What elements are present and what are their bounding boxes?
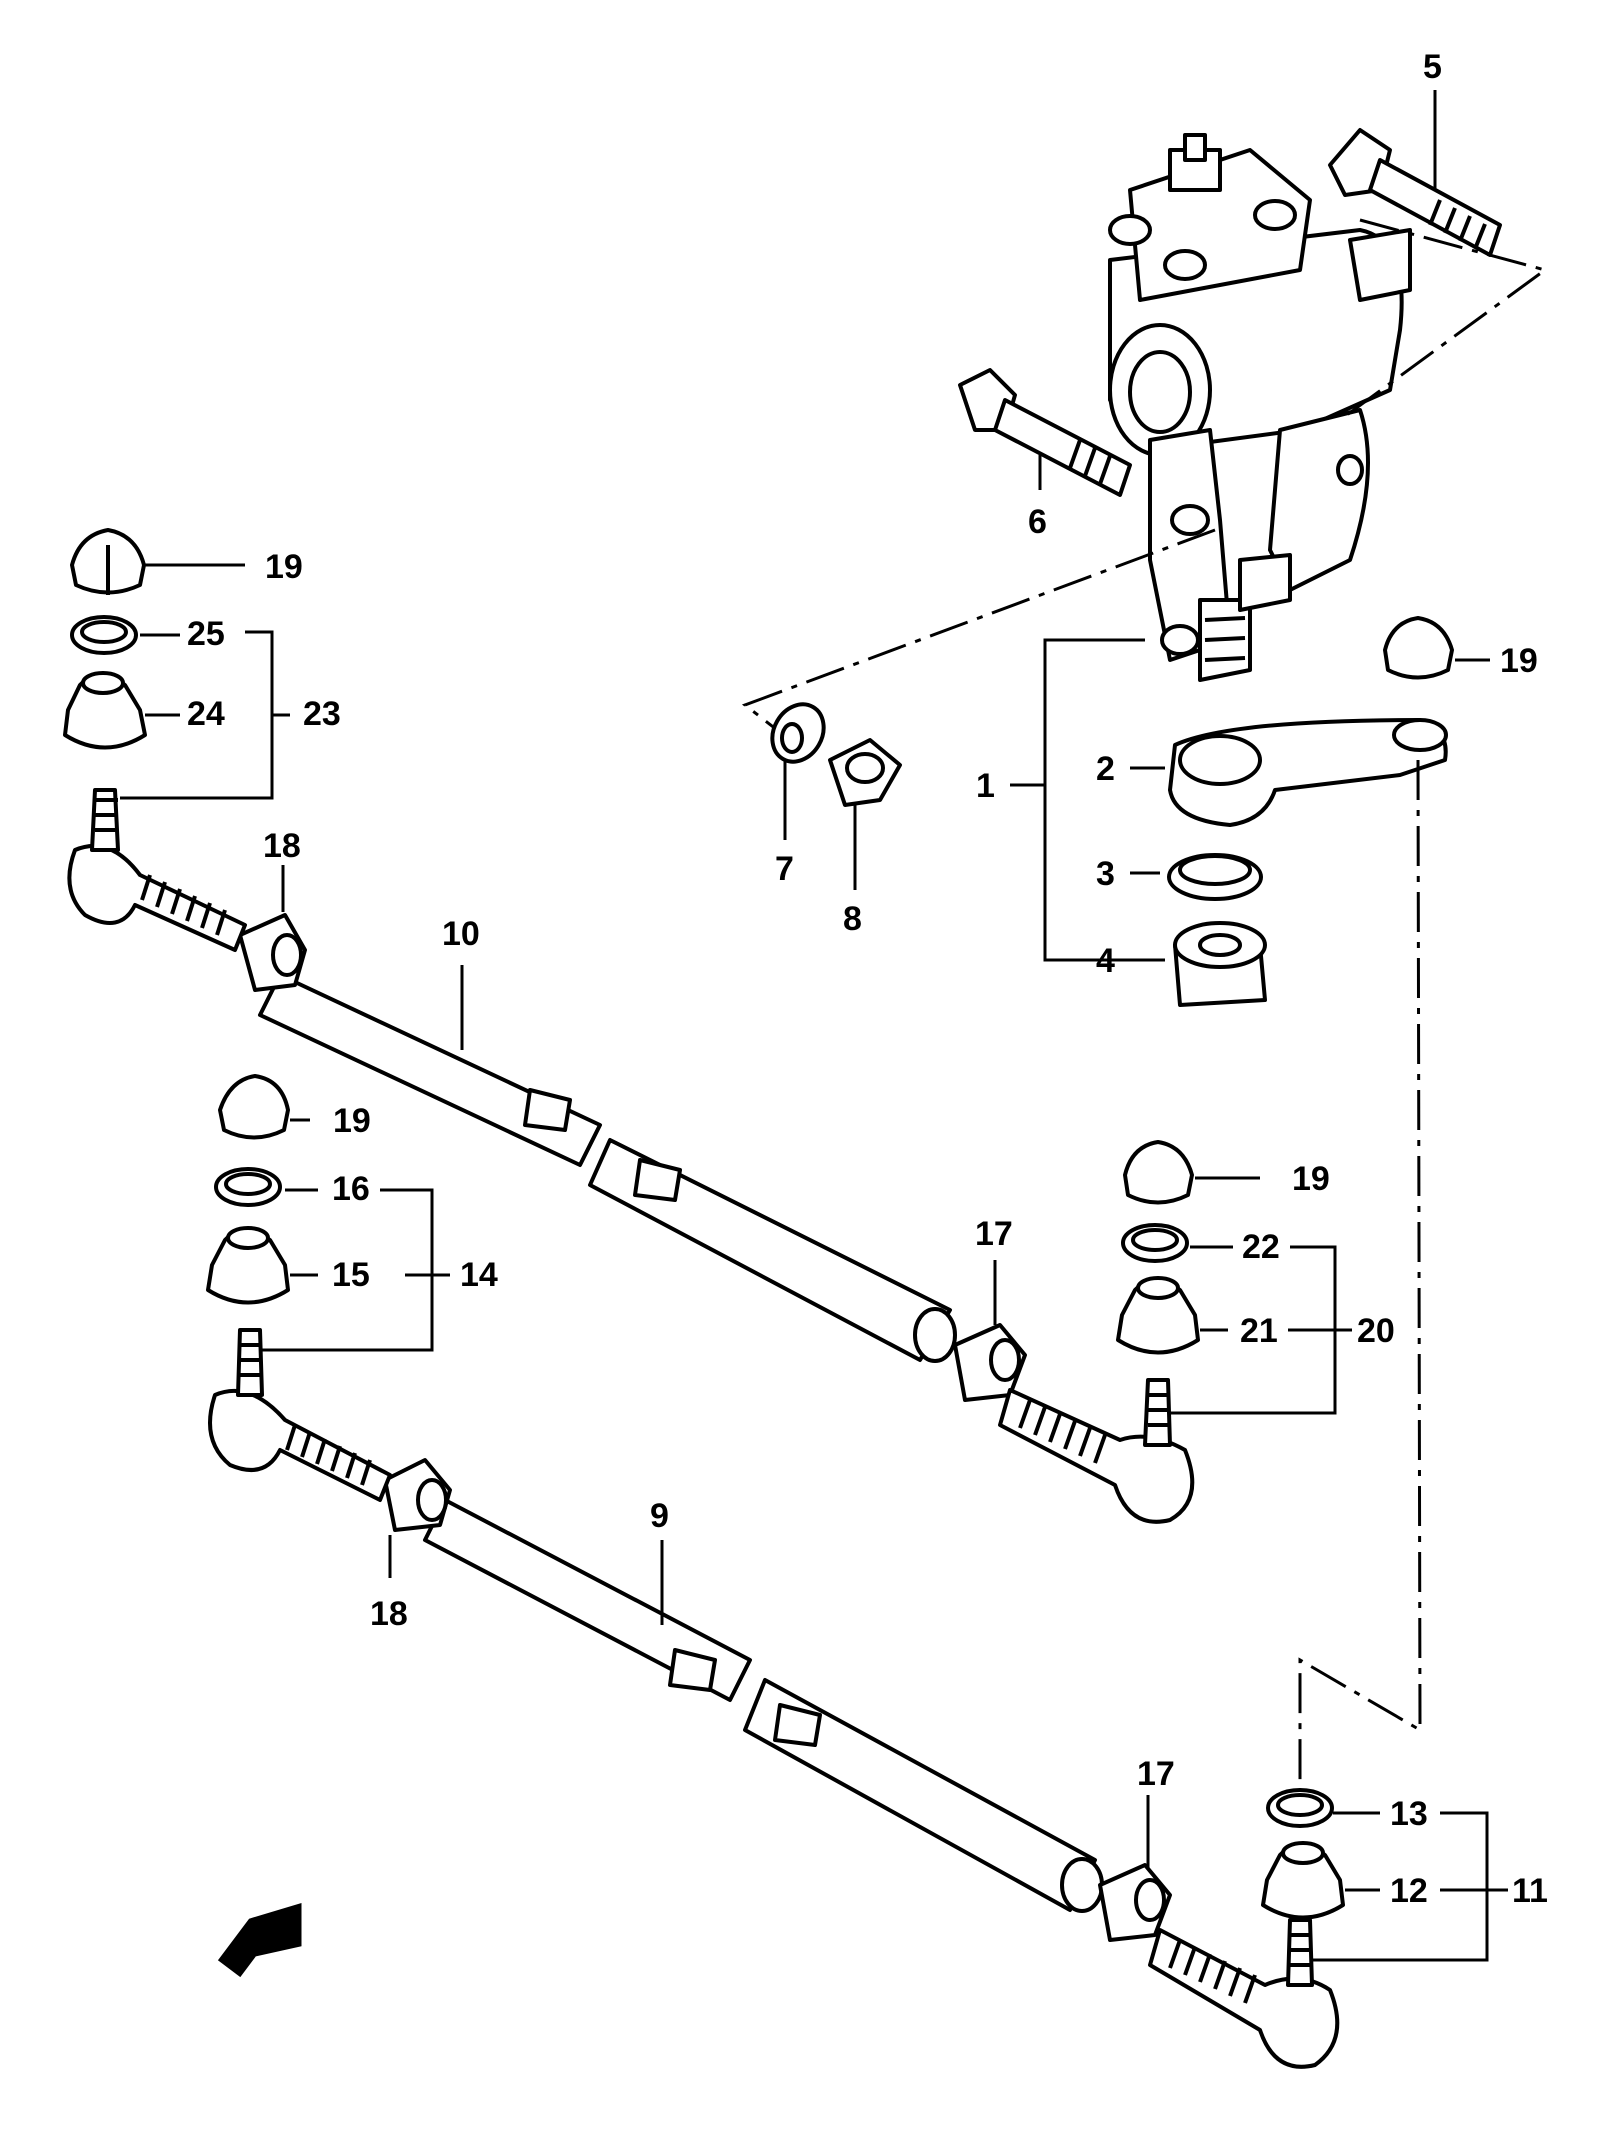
- callout-23: 23: [303, 695, 341, 733]
- boot-12: [1261, 1841, 1345, 1920]
- callout-22: 22: [1242, 1228, 1280, 1266]
- callout-11: 11: [1512, 1872, 1548, 1910]
- washer-3: [1167, 853, 1263, 901]
- callout-1: 1: [976, 767, 995, 805]
- boot-21: [1116, 1276, 1200, 1355]
- callout-labels: 5 6 19 19 25 24 23 7 8 1 2 3 4 18 10 19 …: [187, 48, 1548, 1910]
- tie-rod-10: [258, 973, 957, 1363]
- callout-14: 14: [460, 1256, 498, 1294]
- callout-7: 7: [775, 850, 794, 888]
- callout-8: 8: [843, 900, 862, 938]
- steering-gear-box: [1108, 133, 1412, 682]
- castle-nut-19-c: [218, 1074, 290, 1140]
- callout-3: 3: [1096, 855, 1115, 893]
- callout-10: 10: [442, 915, 480, 953]
- tie-rod-end-20: [998, 1378, 1195, 1524]
- callout-24: 24: [187, 695, 225, 733]
- callout-12: 12: [1390, 1872, 1428, 1910]
- callout-17-lower: 17: [1137, 1755, 1175, 1793]
- tie-rod-9: [423, 1498, 1104, 1913]
- callout-19-c: 19: [333, 1102, 371, 1140]
- callout-20: 20: [1357, 1312, 1395, 1350]
- callout-15: 15: [332, 1256, 370, 1294]
- callout-18-upper: 18: [263, 827, 301, 865]
- callout-16: 16: [332, 1170, 370, 1208]
- pitman-arm: [1168, 718, 1448, 827]
- lock-nut-17-lower: [1098, 1863, 1172, 1942]
- tie-rod-end-14: [208, 1328, 392, 1502]
- nut-4: [1173, 921, 1267, 1007]
- callout-25: 25: [187, 615, 225, 653]
- snap-ring-16: [214, 1167, 282, 1207]
- snap-ring-25: [70, 615, 138, 655]
- tie-rod-end-23: [67, 788, 247, 952]
- castle-nut-19-d: [1123, 1140, 1194, 1205]
- callout-21: 21: [1240, 1312, 1278, 1350]
- callout-2: 2: [1096, 750, 1115, 788]
- castle-nut-19-b: [1383, 616, 1454, 680]
- callout-18-lower: 18: [370, 1595, 408, 1633]
- washer-7: [770, 702, 826, 764]
- lock-nut-18-upper: [238, 913, 307, 992]
- snap-ring-13: [1266, 1788, 1334, 1828]
- leader-lines: [120, 90, 1508, 1962]
- callout-19-a: 19: [265, 548, 303, 586]
- callout-19-d: 19: [1292, 1160, 1330, 1198]
- nut-8: [828, 738, 902, 807]
- castle-nut-19-a: [70, 528, 146, 595]
- boot-15: [206, 1226, 290, 1305]
- tie-rod-end-11: [1148, 1918, 1340, 2069]
- lock-nut-18-lower: [383, 1458, 452, 1532]
- callout-4: 4: [1096, 942, 1115, 980]
- front-direction-arrow: [217, 1902, 302, 1978]
- boot-24: [63, 671, 147, 750]
- snap-ring-22: [1121, 1223, 1189, 1263]
- callout-9: 9: [650, 1497, 669, 1535]
- callout-17-upper: 17: [975, 1215, 1013, 1253]
- callout-13: 13: [1390, 1795, 1428, 1833]
- callout-19-b: 19: [1500, 642, 1538, 680]
- bolt-6: [958, 368, 1132, 497]
- callout-6: 6: [1028, 503, 1047, 541]
- lock-nut-17-upper: [953, 1323, 1027, 1402]
- callout-5: 5: [1423, 48, 1442, 86]
